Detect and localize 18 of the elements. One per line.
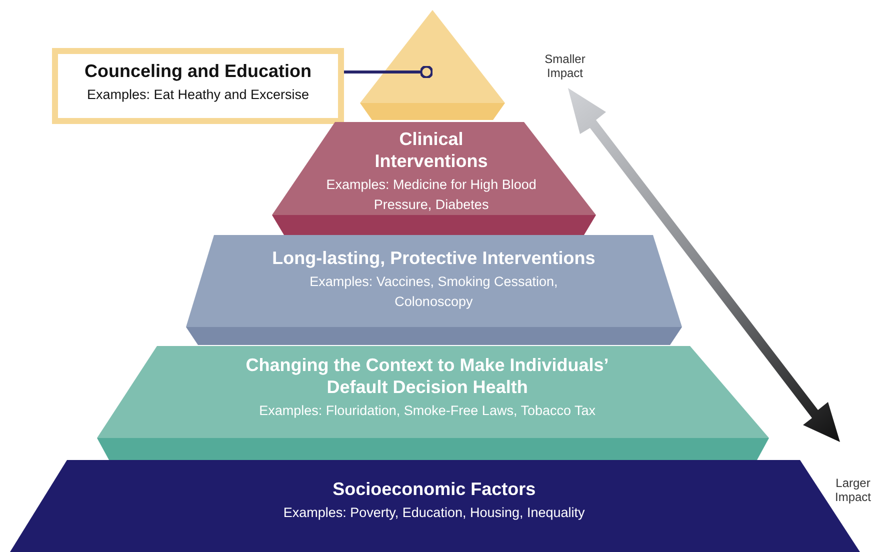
pyramid-tier [272,122,596,235]
pyramid-tier [97,346,769,460]
tier-description: Examples: Flouridation, Smoke-Free Laws, Tobacco Tax [258,402,596,420]
tier-description: Examples: Eat Heathy and Excersise [86,86,310,104]
pyramid-tip [360,10,505,120]
impact-label: Larger Impact [834,476,872,504]
tier-description: Examples: Medicine for High Blood Pressure, Diabetes [325,176,538,214]
tier-title: Socioeconomic Factors [332,478,537,500]
tier-title: Counceling and Education [83,60,312,82]
connector-line [344,65,434,79]
tier-description: Examples: Poverty, Education, Housing, Inequality [282,504,586,522]
pyramid-tier [186,235,682,345]
tier-description: Examples: Vaccines, Smoking Cessation, Colonoscopy [308,273,559,311]
tier-title: Long-lasting, Protective Interventions [271,247,596,269]
tier-title: Changing the Context to Make Individuals’ Default Decision Health [244,354,610,398]
tier-title: Clinical Interventions [374,128,489,172]
impact-label: Smaller Impact [544,52,586,80]
callout-box [52,48,344,124]
